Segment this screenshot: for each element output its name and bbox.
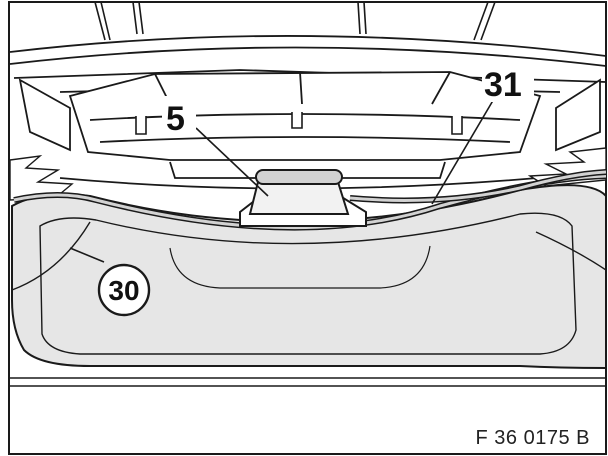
housing-clips bbox=[135, 112, 463, 135]
top-ribs bbox=[94, 1, 496, 41]
leader-lines bbox=[69, 91, 499, 263]
label-5-backdrop bbox=[162, 96, 196, 136]
airbag-module bbox=[11, 184, 607, 370]
reference-code: F 36 0175 B bbox=[476, 427, 590, 449]
callout-31: 31 bbox=[484, 66, 522, 104]
label-31-backdrop bbox=[482, 64, 534, 102]
bottom-rails bbox=[10, 377, 606, 387]
callout-30: 30 bbox=[108, 275, 139, 306]
upper-side-wedges bbox=[18, 78, 601, 152]
leader-line-31 bbox=[431, 91, 499, 205]
leader-line-5 bbox=[195, 127, 269, 197]
connector-plug bbox=[239, 169, 367, 227]
leader-line-30 bbox=[69, 247, 105, 263]
callout-5: 5 bbox=[166, 100, 185, 138]
callout-30-circle bbox=[97, 263, 151, 317]
